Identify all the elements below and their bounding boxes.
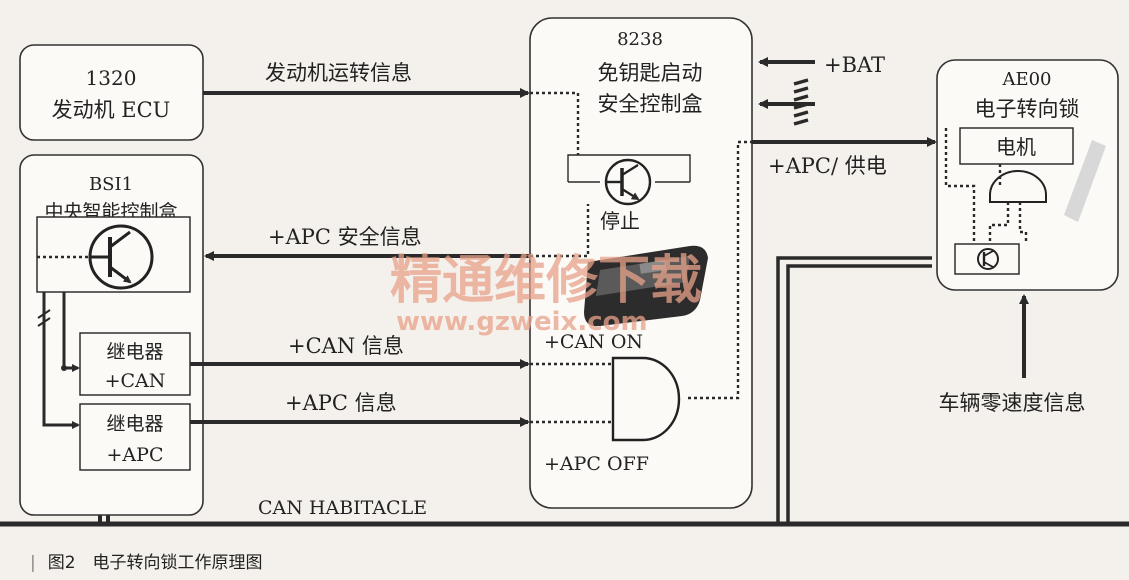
lock-transistor-icon xyxy=(977,248,999,270)
apc-power-label: +APC/ 供电 xyxy=(768,154,887,178)
apc-safety-label: +APC 安全信息 xyxy=(268,225,422,249)
keyless-id: 8238 xyxy=(617,29,663,50)
keyless-line2: 安全控制盒 xyxy=(598,92,703,116)
keyless-line1: 免钥匙启动 xyxy=(598,61,703,85)
ecu-id: 1320 xyxy=(86,66,137,90)
bsi-id: BSI1 xyxy=(89,174,133,195)
motor-label: 电机 xyxy=(996,135,1036,159)
lock-bus-line xyxy=(776,256,932,524)
bsi-transistor-box xyxy=(36,216,191,293)
lock-id: AE00 xyxy=(1001,69,1051,90)
stop-label: 停止 xyxy=(600,209,640,233)
can-bus-label: CAN HABITACLE xyxy=(258,497,427,519)
dome-sensor-icon xyxy=(989,170,1047,203)
relay-apc-box xyxy=(79,403,191,471)
relay-can-label1: 继电器 xyxy=(106,341,163,363)
apc-off-label: +APC OFF xyxy=(544,453,649,475)
watermark-cn: 精通维修下载 xyxy=(390,251,702,311)
apc-info-label: +APC 信息 xyxy=(285,391,397,415)
bsi-transistor-icon xyxy=(88,224,154,290)
engine-running-label: 发动机运转信息 xyxy=(265,61,412,85)
ecu-name: 发动机 ECU xyxy=(52,98,171,122)
motor-box xyxy=(959,127,1074,165)
stop-bracket xyxy=(567,154,691,182)
bat-label: +BAT xyxy=(824,53,885,77)
relay-apc-label1: 继电器 xyxy=(106,413,163,435)
ecu-box xyxy=(19,44,204,141)
stop-transistor-icon xyxy=(604,158,652,206)
relay-can-label2: +CAN xyxy=(105,370,166,392)
ground-coil-icon xyxy=(793,78,809,126)
key-fob-image xyxy=(584,245,708,327)
lock-name: 电子转向锁 xyxy=(975,97,1080,121)
relay-can-box xyxy=(79,332,191,396)
zero-speed-label: 车辆零速度信息 xyxy=(939,391,1086,415)
can-on-label: +CAN ON xyxy=(544,331,643,353)
can-info-label: +CAN 信息 xyxy=(288,334,404,358)
lock-bolt-graphic xyxy=(1064,140,1106,222)
relay-apc-label2: +APC xyxy=(107,444,164,466)
and-gate-icon xyxy=(611,356,681,442)
watermark-url: www.gzweix.com xyxy=(396,307,648,337)
figure-caption: |图2 电子转向锁工作原理图 xyxy=(30,553,263,573)
figure-caption-text: 图2 电子转向锁工作原理图 xyxy=(47,553,263,573)
